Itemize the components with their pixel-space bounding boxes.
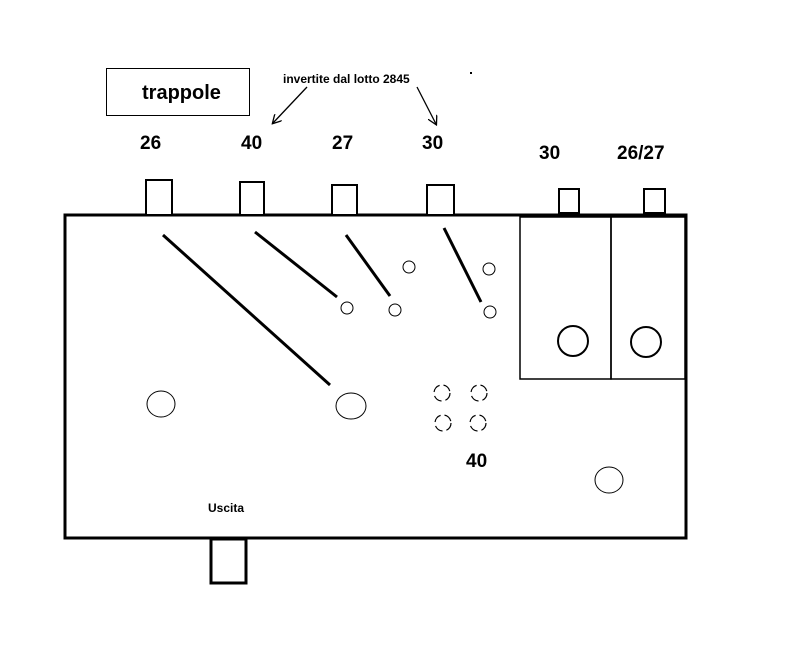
small-hole [482, 262, 496, 276]
port-label-27: 27 [332, 133, 354, 154]
dashed-hole [469, 414, 487, 432]
tube-27 [344, 234, 392, 297]
port-label-26: 26 [140, 133, 162, 154]
arrow-to-40 [273, 86, 308, 123]
small-hole [388, 303, 402, 317]
port-label-30: 30 [422, 133, 444, 154]
port-26-27 [643, 188, 666, 214]
tube-40 [254, 230, 338, 299]
exit-port [209, 537, 248, 585]
small-hole [483, 305, 497, 319]
hole-tube-end [335, 392, 367, 420]
small-hole [402, 260, 416, 274]
stray-dot [470, 72, 472, 74]
arrow-to-30 [416, 86, 436, 124]
title-box [106, 68, 250, 116]
tube-26 [161, 233, 332, 387]
center-label: 40 [466, 451, 488, 472]
compartment-right-hole [630, 326, 662, 358]
port-27 [331, 184, 358, 216]
port-30-right [558, 188, 580, 214]
tube-30 [442, 227, 483, 303]
small-hole [340, 301, 354, 315]
dashed-hole [470, 384, 488, 402]
port-26 [145, 179, 173, 216]
hole-bottom-right [594, 466, 624, 494]
port-label-40: 40 [241, 133, 263, 154]
exit-label: Uscita [208, 501, 245, 515]
compartment-right [610, 216, 686, 380]
port-40 [239, 181, 265, 216]
port-label-26-27: 26/27 [617, 143, 665, 164]
main-box [63, 213, 688, 540]
port-30 [426, 184, 455, 216]
port-label-30-right: 30 [539, 143, 561, 164]
dashed-hole [434, 414, 452, 432]
compartment-left-hole [557, 325, 589, 357]
diagram-title: trappole [142, 82, 221, 104]
hole-left [146, 390, 176, 418]
annotation-note: invertite dal lotto 2845 [283, 72, 410, 86]
dashed-hole [433, 384, 451, 402]
